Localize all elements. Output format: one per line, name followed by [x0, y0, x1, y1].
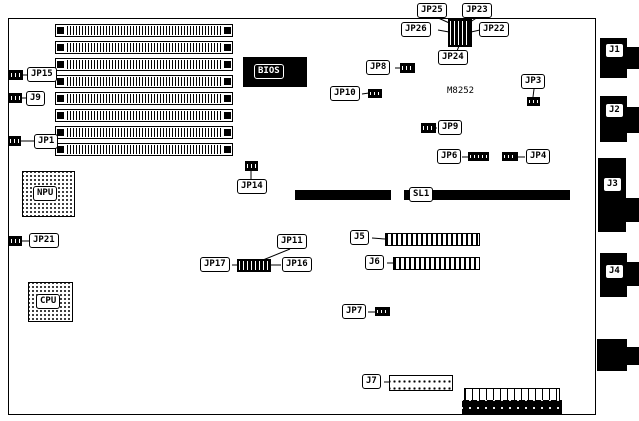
power-connector-body [462, 400, 562, 414]
slot-pins [67, 145, 221, 154]
label-jp26: JP26 [401, 22, 431, 37]
label-jp23: JP23 [462, 3, 492, 18]
label-bios: BIOS [254, 64, 284, 79]
jp7-connector [375, 307, 390, 316]
label-jp9: JP9 [438, 120, 463, 135]
j9-connector [9, 93, 22, 103]
memory-slot-bank [55, 24, 233, 160]
jp1-connector [8, 136, 21, 146]
label-jp15: JP15 [27, 67, 57, 82]
slot-pins [67, 77, 221, 86]
j2-port-tab [627, 107, 639, 133]
slot-pins [67, 128, 221, 137]
jp15-connector [9, 70, 23, 80]
j4-port-tab [627, 262, 639, 286]
label-j5: J5 [350, 230, 369, 245]
label-j6: J6 [365, 255, 384, 270]
label-jp14: JP14 [237, 179, 267, 194]
label-j9: J9 [26, 91, 45, 106]
memory-slot [55, 126, 233, 139]
label-jp21: JP21 [29, 233, 59, 248]
j1-port-tab [627, 47, 639, 69]
jp10-connector [368, 89, 382, 98]
label-j1: J1 [605, 43, 624, 58]
label-jp22: JP22 [479, 22, 509, 37]
jp4-connector [502, 152, 518, 161]
label-npu: NPU [33, 186, 58, 201]
jp14-connector [245, 161, 258, 171]
label-j4: J4 [605, 264, 624, 279]
label-jp11: JP11 [277, 234, 307, 249]
label-jp25: JP25 [417, 3, 447, 18]
memory-slot [55, 41, 233, 54]
j3-port-tab [626, 198, 639, 222]
label-jp4: JP4 [526, 149, 551, 164]
unlabeled-edge-port [597, 339, 627, 371]
unlabeled-edge-port-tab [627, 347, 639, 365]
jp21-connector [9, 236, 22, 246]
label-jp8: JP8 [366, 60, 391, 75]
label-j3: J3 [603, 177, 622, 192]
j3-port [598, 158, 626, 232]
label-cpu: CPU [36, 294, 61, 309]
board-model-text: M8252 [447, 86, 475, 96]
memory-slot [55, 109, 233, 122]
slot-pins [67, 43, 221, 52]
memory-slot [55, 58, 233, 71]
label-jp3: JP3 [521, 74, 546, 89]
cpu-chip [28, 282, 73, 322]
label-jp24: JP24 [438, 50, 468, 65]
label-jp16: JP16 [282, 257, 312, 272]
label-j7: J7 [362, 374, 381, 389]
board-outline [8, 18, 596, 415]
label-jp7: JP7 [342, 304, 367, 319]
label-j2: J2 [605, 103, 624, 118]
j7-pin-header [389, 375, 453, 391]
j6-pin-header [393, 257, 480, 270]
slot-pins [67, 26, 221, 35]
memory-slot [55, 143, 233, 156]
sl1-slot-left-segment [295, 190, 391, 200]
jp11-16-17-jumper-block [237, 259, 271, 272]
label-sl1: SL1 [409, 187, 434, 202]
memory-slot [55, 24, 233, 37]
label-jp1: JP1 [34, 134, 59, 149]
j5-pin-header [385, 233, 480, 246]
jp9-connector [421, 123, 436, 133]
label-jp10: JP10 [330, 86, 360, 101]
memory-slot [55, 75, 233, 88]
label-jp17: JP17 [200, 257, 230, 272]
memory-slot [55, 92, 233, 105]
slot-pins [67, 111, 221, 120]
slot-pins [67, 94, 221, 103]
slot-pins [67, 60, 221, 69]
jp6-connector [468, 152, 489, 161]
sl1-slot-right-segment [404, 190, 570, 200]
label-jp6: JP6 [437, 149, 462, 164]
jp22-26-jumper-block [448, 19, 472, 47]
jp8-connector [400, 63, 415, 73]
jp3-connector [527, 97, 540, 106]
